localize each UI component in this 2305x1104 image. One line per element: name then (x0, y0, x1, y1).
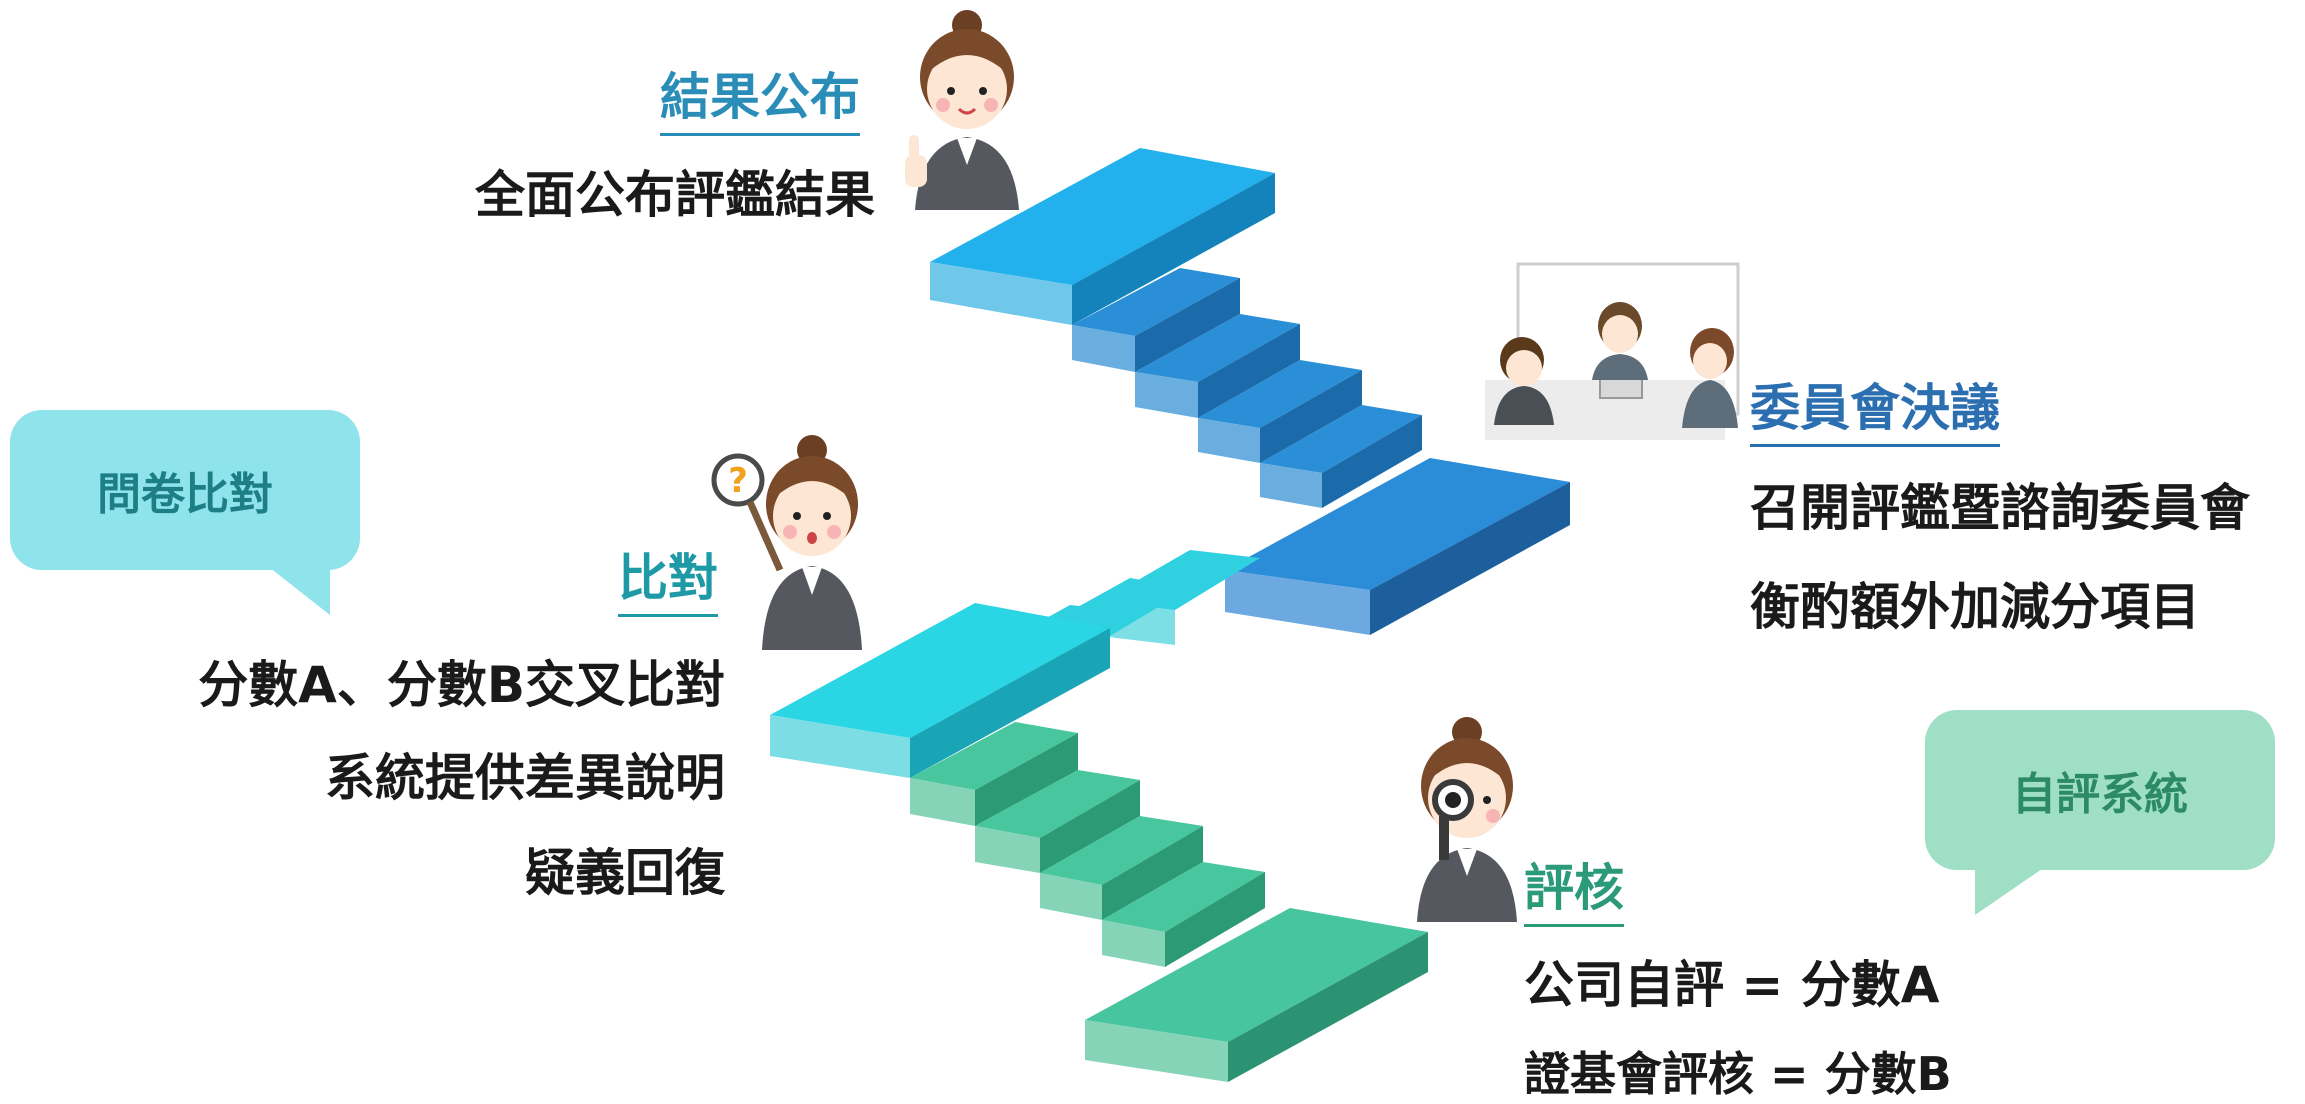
review-line-2: 證基會評核 = 分數B (1524, 1047, 1952, 1101)
compare-heading: 比對 (618, 538, 718, 617)
review-heading: 評核 (1524, 848, 1624, 927)
self-eval-bubble-label: 自評系統 (2012, 769, 2188, 820)
committee-heading: 委員會決議 (1750, 368, 2000, 447)
result-heading: 結果公布 (660, 57, 860, 136)
stair-bottom-landing (1085, 908, 1428, 1082)
result-line-1: 全面公布評鑑結果 (475, 166, 875, 224)
stair-middle-landing (1225, 458, 1570, 635)
thumbs-up-woman-icon (905, 10, 1019, 210)
stair-top-landing (930, 148, 1275, 325)
committee-line-2: 衡酌額外加減分項目 (1750, 578, 2200, 636)
bubble-tail (260, 560, 330, 615)
magnifier-woman-icon: ? (711, 435, 862, 650)
questionnaire-bubble-label: 問卷比對 (97, 469, 273, 520)
bubble-tail (1975, 860, 2055, 915)
stair-cyan-landing (770, 603, 1110, 778)
questionnaire-bubble: 問卷比對 (10, 410, 360, 615)
svg-text:?: ? (728, 461, 748, 501)
compare-line-2: 系統提供差異說明 (325, 749, 725, 807)
stair-upper-flight (1072, 268, 1422, 508)
compare-line-3: 疑義回復 (525, 844, 725, 902)
stair-green-flight (910, 722, 1265, 967)
magnifier-woman-icon (1417, 717, 1517, 922)
committee-line-1: 召開評鑑暨諮詢委員會 (1750, 479, 2250, 537)
review-line-1: 公司自評 = 分數A (1524, 956, 1940, 1014)
self-eval-bubble: 自評系統 (1925, 710, 2275, 915)
compare-line-1: 分數A、分數B交叉比對 (198, 656, 725, 714)
meeting-people-icon (1485, 262, 1740, 440)
